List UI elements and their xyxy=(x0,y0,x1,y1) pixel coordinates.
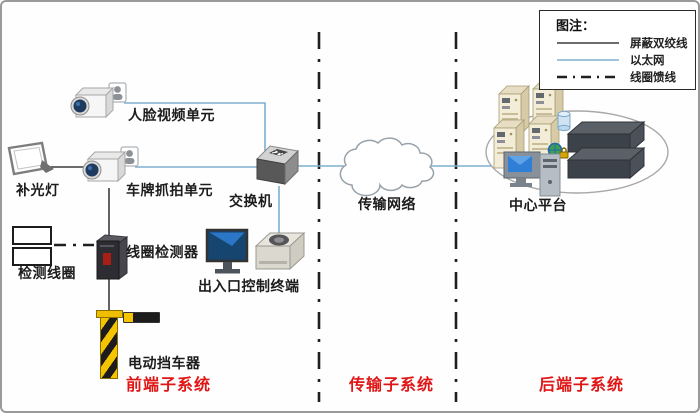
switch-icon xyxy=(255,145,300,186)
cloud-icon xyxy=(339,137,435,197)
platform-pc xyxy=(503,151,561,197)
plate-camera-label: 车牌抓拍单元 xyxy=(126,183,213,199)
legend-label: 以太网 xyxy=(630,53,665,67)
transmission-subsystem-label: 传输子系统 xyxy=(349,375,435,394)
legend-item-twisted-pair: 屏蔽双绞线 xyxy=(556,35,688,51)
legend-line-ethernet xyxy=(557,59,619,61)
legend-box: 图注： 屏蔽双绞线 以太网 线圈馈线 xyxy=(539,10,696,90)
switch-label: 交换机 xyxy=(229,194,273,210)
detection-loop-label: 检测线圈 xyxy=(18,266,76,282)
cloud-label: 传输网络 xyxy=(358,197,416,213)
storage-units xyxy=(566,120,646,180)
legend-item-loop-feeder: 线圈馈线 xyxy=(556,69,687,85)
legend-line-loop-feeder xyxy=(557,75,619,79)
face-camera-icon xyxy=(70,82,127,119)
fill-light-icon xyxy=(7,141,54,176)
legend-label: 线圈馈线 xyxy=(630,70,676,84)
access-terminal-box-icon xyxy=(254,231,306,271)
center-platform-label: 中心平台 xyxy=(509,198,567,214)
face-camera-label: 人脸视频单元 xyxy=(128,108,215,124)
front-subsystem-label: 前端子系统 xyxy=(126,375,212,394)
legend-title: 图注： xyxy=(556,19,596,34)
plate-camera-icon xyxy=(82,146,139,183)
access-terminal-label: 出入口控制终端 xyxy=(198,279,300,295)
server-platform-icon xyxy=(485,80,669,197)
access-terminal-monitor-icon xyxy=(205,228,249,274)
legend-line-twisted-pair xyxy=(557,42,619,44)
barrier-label: 电动挡车器 xyxy=(128,356,201,372)
database-cylinder xyxy=(557,110,571,132)
legend-label: 屏蔽双绞线 xyxy=(630,36,688,50)
backend-subsystem-label: 后端子系统 xyxy=(539,375,625,394)
fill-light-label: 补光灯 xyxy=(16,183,60,199)
loop-detector-icon xyxy=(95,234,129,280)
legend-item-ethernet: 以太网 xyxy=(556,52,687,68)
loop-detector-label: 线圈检测器 xyxy=(126,245,199,261)
